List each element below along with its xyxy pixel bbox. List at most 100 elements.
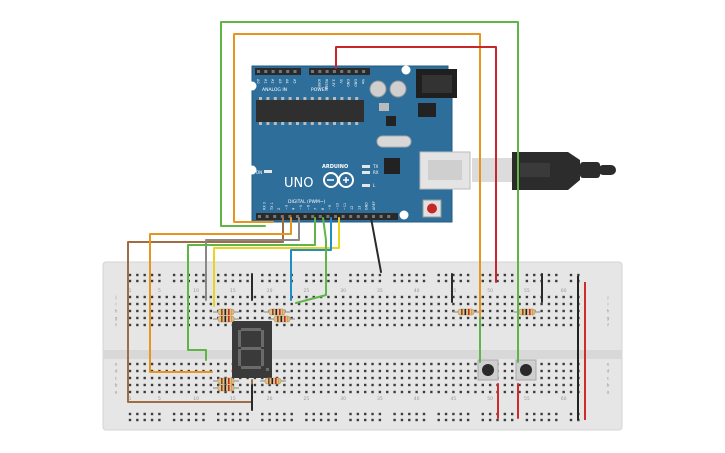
breadboard-hole <box>268 302 271 306</box>
column-number: 25 <box>304 288 310 294</box>
breadboard-hole <box>217 302 220 306</box>
breadboard-hole <box>253 316 257 320</box>
breadboard-hole <box>533 323 536 327</box>
breadboard-hole <box>268 390 271 394</box>
breadboard-hole <box>547 369 551 373</box>
row-letter: f <box>115 323 117 329</box>
breadboard-hole <box>378 376 382 380</box>
breadboard-hole <box>547 273 551 277</box>
l-led <box>362 184 370 187</box>
breadboard-hole <box>547 309 551 313</box>
breadboard-hole <box>371 309 374 313</box>
breadboard-hole <box>128 362 132 366</box>
resistor <box>453 308 479 316</box>
breadboard-hole <box>444 369 448 373</box>
breadboard-hole <box>415 316 418 320</box>
breadboard-hole <box>261 316 264 320</box>
breadboard-hole <box>349 323 352 327</box>
breadboard-hole <box>180 376 183 380</box>
capacitor-2 <box>389 80 407 98</box>
digital-pin-label: 13 <box>357 206 361 210</box>
breadboard-hole <box>239 295 242 299</box>
breadboard-hole <box>422 383 426 387</box>
breadboard-hole <box>349 412 352 416</box>
breadboard-hole <box>194 412 198 416</box>
breadboard-hole <box>569 316 573 320</box>
breadboard-hole <box>466 369 470 373</box>
breadboard-hole <box>422 369 426 373</box>
breadboard-hole <box>172 376 176 380</box>
breadboard-hole <box>400 390 404 394</box>
breadboard-hole <box>158 418 161 422</box>
reset-button[interactable] <box>427 203 437 214</box>
breadboard-hole <box>202 376 205 380</box>
breadboard-hole <box>474 390 477 394</box>
breadboard-hole <box>349 295 352 299</box>
digital-pin-label: ~9 <box>328 205 332 210</box>
breadboard-hole <box>283 279 286 283</box>
breadboard-hole <box>481 279 484 283</box>
breadboard-hole <box>569 369 573 373</box>
breadboard-hole <box>334 295 337 299</box>
breadboard-hole <box>371 383 374 387</box>
wire-red-5v <box>335 46 497 283</box>
uno-model-label: UNO <box>284 176 313 191</box>
push-button-2-cap[interactable] <box>520 364 532 376</box>
breadboard-hole <box>202 383 205 387</box>
breadboard-hole <box>466 323 470 327</box>
breadboard-hole <box>540 418 543 422</box>
breadboard-hole <box>268 412 271 416</box>
breadboard-hole <box>275 390 279 394</box>
breadboard-hole <box>452 295 455 299</box>
breadboard-hole <box>364 383 367 387</box>
breadboard-hole <box>128 369 132 373</box>
arduino-brand-label: ARDUINO <box>322 164 348 170</box>
row-letter: j <box>114 295 116 301</box>
breadboard-hole <box>275 302 279 306</box>
breadboard-hole <box>496 295 499 299</box>
analog-pin-label: A2 <box>271 79 275 83</box>
breadboard-hole <box>150 390 154 394</box>
breadboard-hole <box>430 390 433 394</box>
breadboard-hole <box>349 279 352 283</box>
breadboard-hole <box>224 302 227 306</box>
breadboard-hole <box>459 323 462 327</box>
breadboard-hole <box>194 323 198 327</box>
breadboard-hole <box>437 362 440 366</box>
wire-gray <box>205 217 300 301</box>
breadboard-hole <box>217 279 220 283</box>
breadboard-hole <box>202 390 205 394</box>
breadboard-hole <box>555 376 558 380</box>
breadboard-hole <box>275 279 279 283</box>
breadboard-hole <box>488 295 492 299</box>
breadboard-hole <box>386 316 389 320</box>
breadboard-hole <box>283 295 286 299</box>
breadboard-hole <box>503 295 507 299</box>
breadboard-hole <box>547 279 551 283</box>
breadboard-hole <box>437 418 440 422</box>
breadboard-hole <box>400 316 404 320</box>
breadboard-hole <box>231 295 235 299</box>
breadboard-hole <box>452 418 455 422</box>
column-number: 50 <box>487 288 493 294</box>
breadboard-hole <box>349 302 352 306</box>
breadboard-hole <box>474 309 477 313</box>
breadboard-hole <box>437 323 440 327</box>
breadboard-hole <box>364 376 367 380</box>
breadboard-hole <box>275 273 279 277</box>
breadboard-hole <box>165 383 168 387</box>
breadboard-hole <box>165 302 168 306</box>
breadboard-hole <box>474 362 477 366</box>
resistor <box>213 384 239 392</box>
breadboard-hole <box>511 273 514 277</box>
breadboard-hole <box>371 362 374 366</box>
breadboard-hole <box>297 362 301 366</box>
row-letter: h <box>115 309 118 315</box>
push-button-1[interactable] <box>477 359 499 381</box>
push-button-1-cap[interactable] <box>482 364 494 376</box>
breadboard-hole <box>393 295 396 299</box>
breadboard-hole <box>349 383 352 387</box>
breadboard-hole <box>327 383 330 387</box>
push-button-2[interactable] <box>515 359 537 381</box>
